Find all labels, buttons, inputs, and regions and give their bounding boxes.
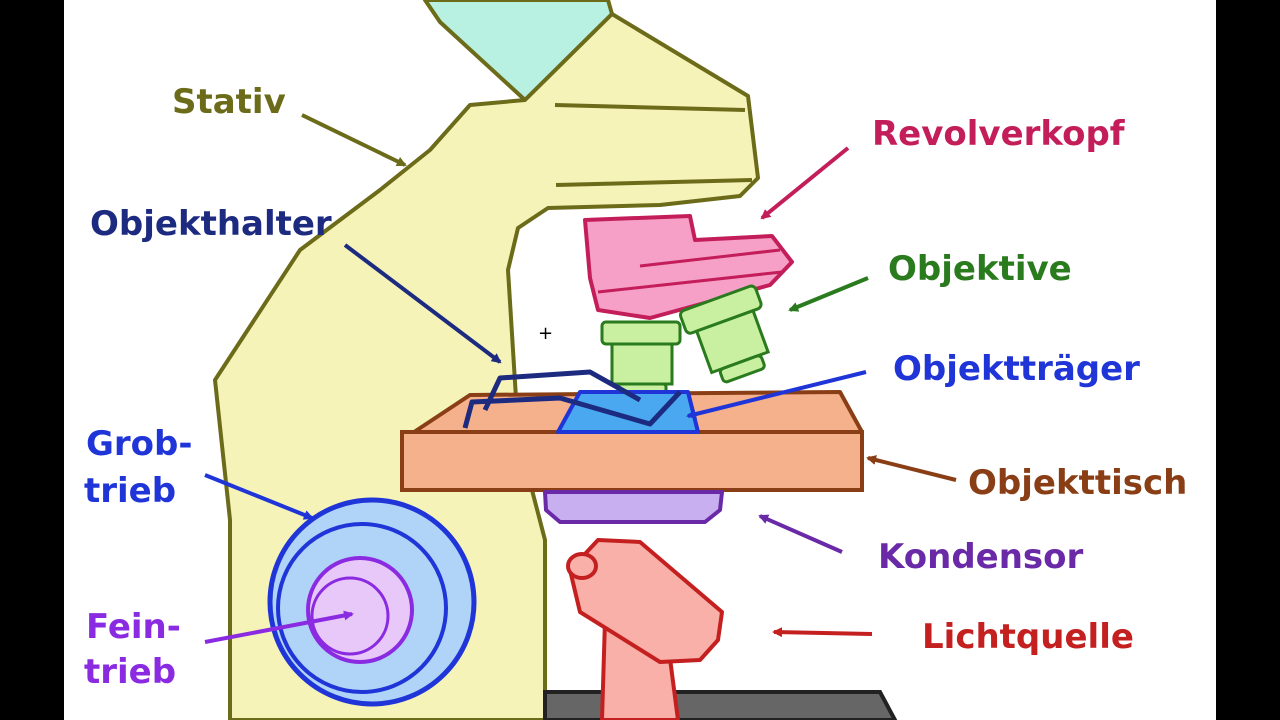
- label-grobtrieb-line2: trieb: [84, 471, 176, 511]
- arrow-stativ: [301, 113, 407, 167]
- lamp-housing: [568, 538, 724, 664]
- clip-wire-1: [482, 369, 642, 412]
- label-objektive: Objektive: [888, 249, 1072, 289]
- arrow-lichtquelle: [772, 627, 873, 638]
- slide: [556, 390, 700, 434]
- label-feintrieb-line1: Fein-: [86, 607, 181, 647]
- right-black-bar: [1216, 0, 1280, 720]
- objective-lens-tilted: [678, 284, 771, 384]
- clip-wire-2: [462, 390, 682, 429]
- lamp-cap: [566, 552, 598, 580]
- label-objekttisch: Objekttisch: [968, 463, 1187, 503]
- label-feintrieb-line2: trieb: [84, 652, 176, 692]
- label-revolverkopf: Revolverkopf: [872, 114, 1126, 154]
- arrow-revolverkopf: [760, 146, 850, 220]
- arrow-objekttraeger: [686, 370, 867, 419]
- label-objekttraeger: Objektträger: [893, 349, 1140, 389]
- label-objekthalter: Objekthalter: [90, 204, 332, 244]
- label-kondensor: Kondensor: [878, 537, 1084, 577]
- arrow-grobtrieb: [204, 473, 314, 520]
- cursor-crosshair: +: [538, 323, 553, 344]
- arrow-kondensor: [758, 514, 843, 554]
- label-stativ: Stativ: [172, 82, 286, 122]
- label-lichtquelle: Lichtquelle: [922, 617, 1134, 657]
- revolver-line-1: [639, 248, 781, 268]
- stage-front: [400, 430, 864, 492]
- revolver-line-2: [597, 270, 783, 294]
- arrow-feintrieb: [204, 610, 354, 644]
- condenser: [543, 490, 724, 524]
- label-grobtrieb-line1: Grob-: [86, 424, 192, 464]
- stativ-line-upper: [554, 103, 746, 112]
- arrow-objekthalter: [343, 243, 502, 364]
- stativ-line-lower: [555, 178, 753, 187]
- left-black-bar: [0, 0, 64, 720]
- arrow-objekttisch: [866, 455, 957, 482]
- base-foot: [543, 690, 898, 720]
- arrow-objektive: [788, 276, 869, 312]
